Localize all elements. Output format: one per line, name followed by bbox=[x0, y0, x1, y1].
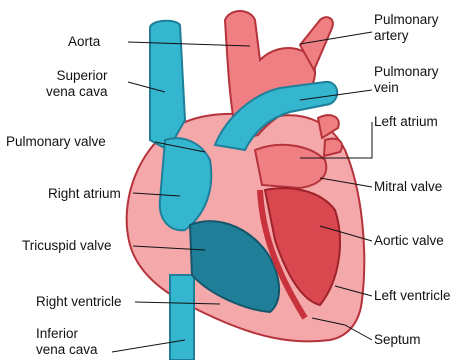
label-pulmonary-vein: Pulmonary vein bbox=[374, 64, 439, 96]
label-mitral-valve: Mitral valve bbox=[374, 179, 442, 195]
superior-vena-cava bbox=[150, 21, 185, 150]
label-aortic-valve: Aortic valve bbox=[374, 233, 444, 249]
label-inferior-vena-cava-line2: vena cava bbox=[36, 342, 98, 358]
label-left-atrium: Left atrium bbox=[374, 114, 438, 130]
label-pulmonary-artery-line1: Pulmonary bbox=[374, 12, 439, 28]
label-superior-vena-cava: Superior vena cava bbox=[46, 68, 108, 100]
label-aorta: Aorta bbox=[68, 34, 100, 50]
label-pulmonary-artery-line2: artery bbox=[374, 28, 439, 44]
label-superior-vena-cava-line2: vena cava bbox=[46, 84, 108, 100]
label-pulmonary-vein-line1: Pulmonary bbox=[374, 64, 439, 80]
label-septum: Septum bbox=[374, 332, 421, 348]
label-left-ventricle: Left ventricle bbox=[374, 288, 451, 304]
label-right-atrium: Right atrium bbox=[48, 186, 121, 202]
label-tricuspid-valve: Tricuspid valve bbox=[22, 238, 112, 254]
label-pulmonary-artery: Pulmonary artery bbox=[374, 12, 439, 44]
label-superior-vena-cava-line1: Superior bbox=[46, 68, 108, 84]
label-right-ventricle: Right ventricle bbox=[36, 294, 122, 310]
label-pulmonary-valve: Pulmonary valve bbox=[6, 134, 106, 150]
label-inferior-vena-cava-line1: Inferior bbox=[36, 326, 98, 342]
inferior-vena-cava bbox=[170, 275, 194, 360]
label-pulmonary-vein-line2: vein bbox=[374, 80, 439, 96]
label-inferior-vena-cava: Inferior vena cava bbox=[36, 326, 98, 358]
